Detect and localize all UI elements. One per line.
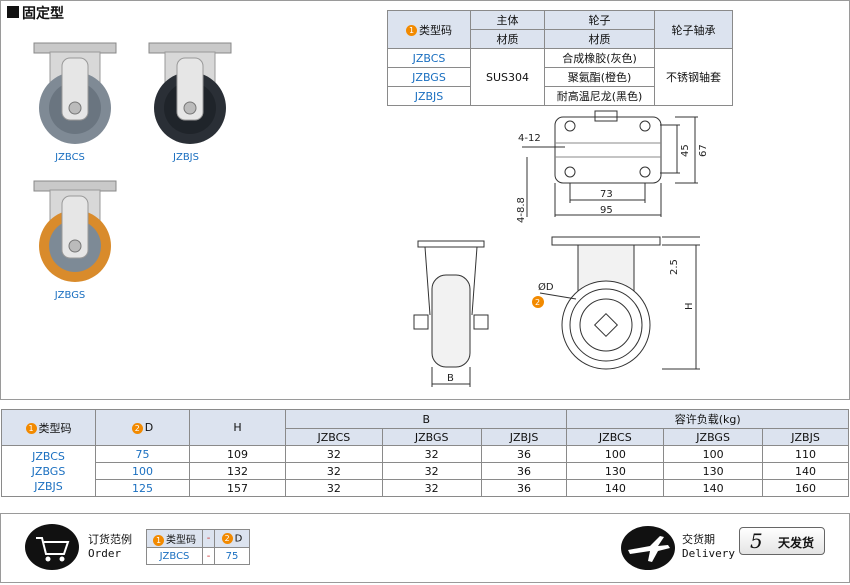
table-cell-h: 132 <box>189 462 286 480</box>
photo-jzbcs <box>33 42 117 144</box>
table-cell-codes: JZBCS JZBGS JZBJS <box>1 445 96 497</box>
table-cell-h: 157 <box>189 479 286 497</box>
order-example-d: 75 <box>214 547 250 565</box>
table-cell-b: 32 <box>285 462 383 480</box>
front-view <box>413 240 489 387</box>
table-header-h: H <box>189 409 286 446</box>
delivery-days-label: 天发货 <box>778 536 815 550</box>
dim-67: 67 <box>698 144 709 157</box>
delivery-title-en: Delivery <box>682 547 735 560</box>
table-cell-d: 100 <box>95 462 190 480</box>
table-cell-load: 110 <box>762 445 849 463</box>
spec-header-material: 材质 <box>544 29 655 49</box>
table-cell-load: 140 <box>663 479 764 497</box>
marker-2-circle <box>532 296 544 308</box>
table-subheader: JZBCS <box>285 428 383 446</box>
spec-cell-code: JZBGS <box>387 67 471 87</box>
table-cell-load: 140 <box>762 462 849 480</box>
table-subheader: JZBJS <box>480 428 568 446</box>
spec-cell-wheel: 耐高温尼龙(黑色) <box>544 86 655 106</box>
order-title: 订货范例 <box>88 533 132 546</box>
title-marker <box>7 6 19 18</box>
table-cell-d: 75 <box>95 445 190 463</box>
delivery-badge: 5 天发货 <box>739 527 825 555</box>
spec-cell-code: JZBJS <box>387 86 471 106</box>
dim-b: B <box>447 373 454 384</box>
table-row: 125 157 32 32 36 140 140 160 <box>2 479 849 497</box>
side-view <box>539 236 700 370</box>
spec-cell-wheel: 合成橡胶(灰色) <box>544 48 655 68</box>
delivery-days: 5 <box>750 529 763 553</box>
table-cell-h: 109 <box>189 445 286 463</box>
table-subheader: JZBCS <box>566 428 665 446</box>
table-cell-load: 130 <box>566 462 665 480</box>
table-cell-b: 32 <box>381 462 482 480</box>
table-cell-b: 32 <box>285 479 383 497</box>
order-title-en: Order <box>88 547 122 560</box>
spec-header-body: 主体 <box>470 10 545 30</box>
order-example-code: JZBCS <box>146 547 203 565</box>
dim-slot: 4-8.8 <box>516 197 527 223</box>
photo-jzbjs <box>148 42 232 144</box>
spec-header-wheel: 轮子 <box>544 10 655 30</box>
dim-73: 73 <box>600 189 613 200</box>
table-subheader: JZBGS <box>663 428 764 446</box>
table-cell-b: 32 <box>285 445 383 463</box>
photo-label: JZBCS <box>55 152 85 163</box>
table-row: JZBCS JZBGS JZBJS 75 109 32 32 36 100 10… <box>1 445 849 497</box>
table-cell-load: 140 <box>566 479 665 497</box>
table-cell-load: 130 <box>663 462 764 480</box>
delivery-title: 交货期 <box>682 533 715 546</box>
table-row: 100 132 32 32 36 130 130 140 <box>2 462 849 480</box>
page-title: 固定型 <box>22 6 64 22</box>
spec-cell-code: JZBCS <box>387 48 471 68</box>
table-cell-b: 32 <box>381 479 482 497</box>
table-cell-load: 100 <box>663 445 764 463</box>
table-cell-b: 36 <box>480 462 568 480</box>
dim-hole: 4-12 <box>518 133 541 144</box>
table-subheader: JZBJS <box>762 428 849 446</box>
order-dash: - <box>202 529 215 548</box>
photo-label: JZBJS <box>173 152 199 163</box>
technical-drawing: 4-12 4-8.8 45 67 73 95 B 2.5 H ØD 2 <box>413 110 709 387</box>
spec-cell-wheel: 聚氨酯(橙色) <box>544 67 655 87</box>
cart-icon <box>25 524 79 570</box>
airplane-icon <box>621 526 675 570</box>
dim-d: ØD <box>538 281 554 293</box>
order-dash: - <box>202 547 215 565</box>
table-cell-b: 36 <box>480 445 568 463</box>
table-header-load: 容许负载(kg) <box>566 409 849 429</box>
dim-2-5: 2.5 <box>669 259 680 275</box>
photo-label: JZBGS <box>54 290 86 301</box>
spec-header-bearing: 轮子轴承 <box>654 10 733 49</box>
spec-header-material: 材质 <box>470 29 545 49</box>
table-cell-load: 100 <box>566 445 665 463</box>
table-cell-d: 125 <box>95 479 190 497</box>
dim-h: H <box>684 302 695 310</box>
marker-2-label: 2 <box>535 298 540 307</box>
table-subheader: JZBGS <box>381 428 482 446</box>
table-cell-b: 36 <box>480 479 568 497</box>
spec-cell-body: SUS304 <box>470 48 545 106</box>
dim-45: 45 <box>680 144 691 157</box>
table-header-b: B <box>284 409 568 429</box>
dim-95: 95 <box>600 205 613 216</box>
table-cell-b: 32 <box>381 445 482 463</box>
photo-jzbgs <box>33 180 117 282</box>
marker-1: 1 <box>406 25 417 36</box>
table-cell-load: 160 <box>762 479 849 497</box>
spec-cell-bearing: 不锈钢轴套 <box>654 48 733 106</box>
top-plate-view <box>522 110 698 217</box>
